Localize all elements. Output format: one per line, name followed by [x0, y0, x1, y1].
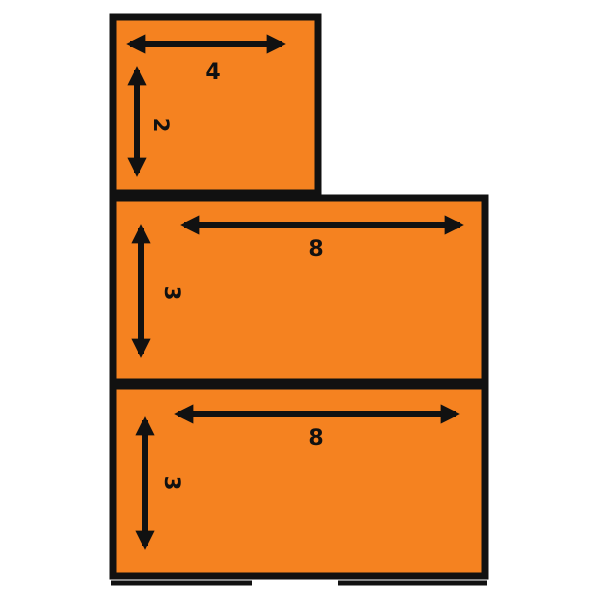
middle-width-label: 8 [308, 237, 323, 262]
bottom-rectangle: 8 3 [109, 382, 489, 580]
middle-height-label: 3 [160, 286, 184, 301]
bottom-height-label: 3 [160, 476, 184, 491]
middle-rectangle: 8 3 [109, 194, 489, 386]
bottom-width-label: 8 [308, 426, 323, 451]
top-rectangle: 4 2 [109, 13, 322, 197]
top-height-label: 2 [149, 118, 173, 133]
top-width-label: 4 [205, 60, 220, 85]
